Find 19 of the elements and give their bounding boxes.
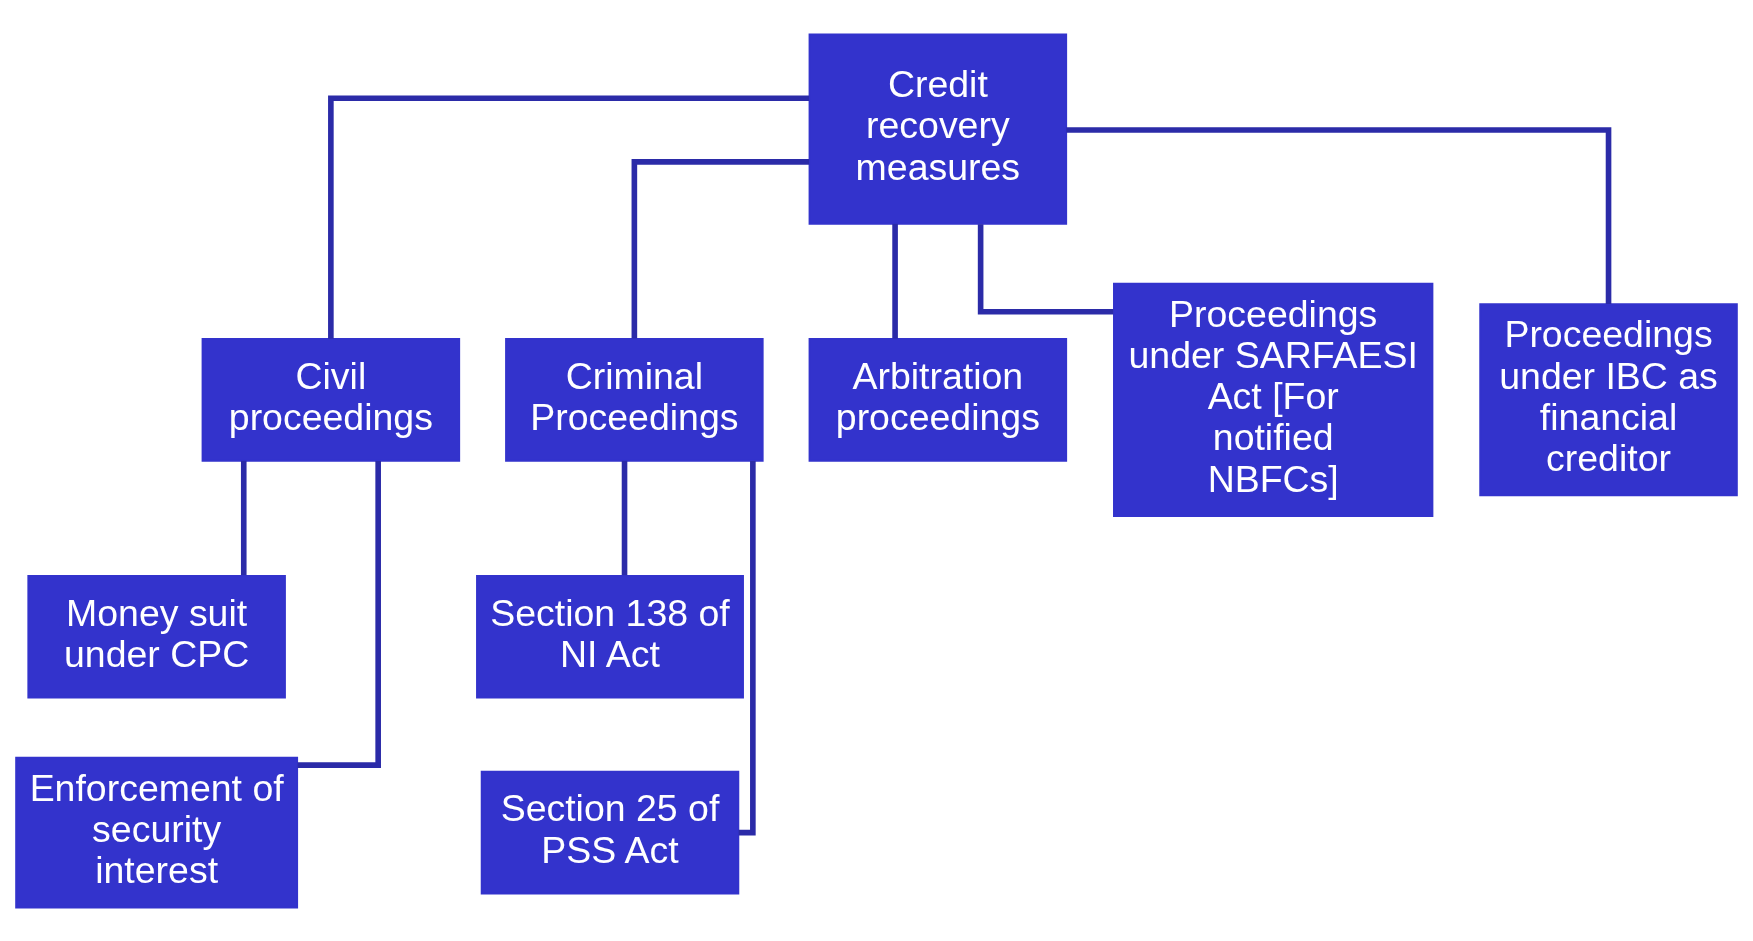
connector — [892, 223, 898, 339]
node-box: Criminal Proceedings — [505, 337, 764, 462]
node-box: Money suit under CPC — [27, 574, 286, 699]
node-box: Arbitration proceedings — [808, 337, 1068, 462]
connector — [297, 460, 381, 768]
connector — [977, 223, 1114, 315]
connector — [621, 460, 628, 575]
node-box: Proceedings under SARFAESI Act [For notified NBFCs] — [1113, 282, 1434, 517]
node-box: Section 25 of PSS Act — [480, 770, 740, 894]
node-box: Proceedings under IBC as financial creditor — [1479, 302, 1738, 496]
connector — [738, 460, 756, 835]
connector — [1066, 126, 1612, 304]
connector — [328, 94, 810, 339]
node-box: Credit recovery measures — [808, 33, 1068, 225]
connector — [631, 158, 810, 339]
node-box: Civil proceedings — [201, 337, 461, 462]
node-box: Enforcement of security interest — [15, 756, 299, 908]
connector — [240, 460, 247, 575]
node-box: Section 138 of NI Act — [476, 574, 744, 699]
